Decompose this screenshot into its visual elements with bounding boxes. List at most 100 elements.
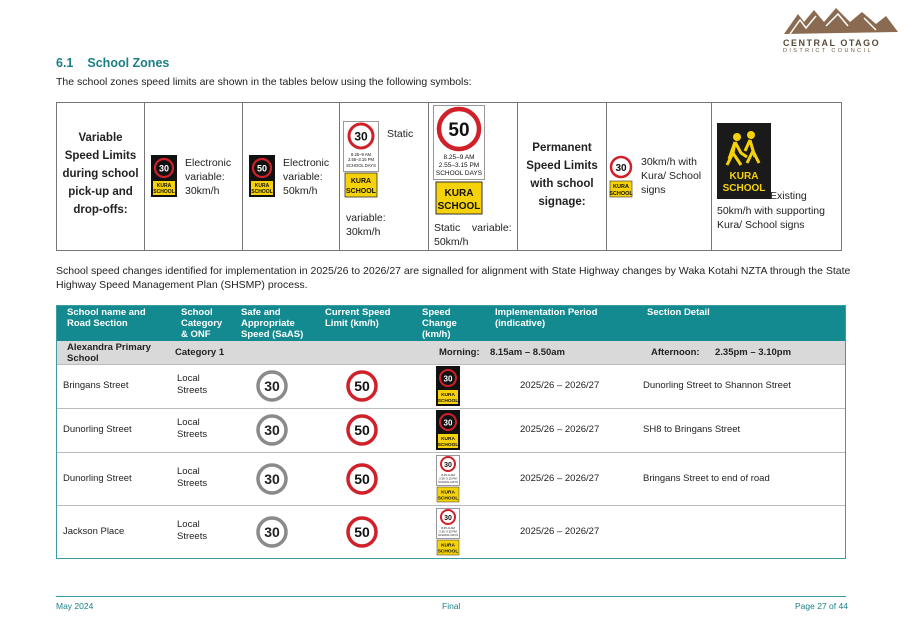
section-title: School Zones <box>87 56 170 70</box>
road-section: Bringans Street <box>63 380 129 391</box>
svg-text:KURA: KURA <box>441 543 455 549</box>
symbols-cell-existing-50: KURA SCHOOL Existing 50km/h with support… <box>712 103 841 250</box>
static-50-label-2: 50km/h <box>434 236 469 248</box>
permanent-30-sign-icon: 30 KURA SCHOOL <box>609 155 633 198</box>
static-30-sign-icon: 30 8.25–9 AM 2.55–3.15 PM SCHOOL DAYS KU… <box>343 121 379 198</box>
svg-text:8.25–9 AM: 8.25–9 AM <box>441 473 455 477</box>
saas-30-sign-icon: 30 <box>256 516 288 548</box>
svg-text:30: 30 <box>444 515 452 522</box>
section-heading: 6.1 School Zones <box>56 56 169 70</box>
svg-text:30: 30 <box>159 164 169 174</box>
svg-text:KURA: KURA <box>441 392 455 398</box>
footer-date: May 2024 <box>56 601 94 611</box>
svg-text:KURA: KURA <box>613 184 629 190</box>
council-logo-mountains <box>784 8 898 35</box>
symbols-cell-electronic-30: 30 KURA SCHOOL Electronic variable: 30km… <box>145 103 243 250</box>
logo-name: CENTRAL OTAGO <box>783 38 881 48</box>
permanent-30-label-2: Kura/ School <box>641 170 702 182</box>
svg-text:SCHOOL DAYS: SCHOOL DAYS <box>438 480 458 484</box>
svg-text:SCHOOL: SCHOOL <box>438 442 459 448</box>
electronic-50-label-2: variable: <box>283 171 323 183</box>
svg-text:KURA: KURA <box>351 178 371 185</box>
kura-school-children-sign-icon: KURA SCHOOL <box>717 123 771 199</box>
school-name-2: School <box>67 353 99 364</box>
implementation-period: 2025/26 – 2026/27 <box>520 424 600 435</box>
static-50-label-1: Static variable: <box>434 222 512 234</box>
svg-text:30: 30 <box>615 163 627 174</box>
saas-30-sign-icon: 30 <box>256 463 288 495</box>
section-number: 6.1 <box>56 56 74 70</box>
road-section: Jackson Place <box>63 526 125 537</box>
school-category: Category 1 <box>175 347 225 358</box>
svg-text:30: 30 <box>444 419 453 428</box>
svg-text:SCHOOL: SCHOOL <box>438 549 459 555</box>
svg-text:8.25–9 AM: 8.25–9 AM <box>443 154 474 161</box>
svg-text:30: 30 <box>444 375 453 384</box>
svg-text:KURA: KURA <box>255 183 270 189</box>
static-50-sign-icon: 50 8.25–9 AM 2.55–3.15 PM SCHOOL DAYS KU… <box>433 105 485 215</box>
logo-subtitle: DISTRICT COUNCIL <box>783 48 873 54</box>
svg-text:30: 30 <box>264 524 280 540</box>
electronic-30-label-2: variable: <box>185 171 225 183</box>
saas-30-sign-icon: 30 <box>256 370 288 402</box>
static-30-label-2: variable: <box>346 212 386 224</box>
svg-text:SCHOOL: SCHOOL <box>346 188 377 195</box>
footer-divider <box>56 596 846 597</box>
svg-text:50: 50 <box>448 120 469 141</box>
afternoon-times: 2.35pm – 3.10pm <box>715 347 792 358</box>
road-section: Dunorling Street <box>63 473 132 484</box>
svg-text:30: 30 <box>354 130 368 144</box>
svg-text:SCHOOL: SCHOOL <box>251 189 272 195</box>
electronic-30-label-1: Electronic <box>185 157 232 169</box>
road-section: Dunorling Street <box>63 424 132 435</box>
symbols-cell-electronic-50: 50 KURA SCHOOL Electronic variable: 50km… <box>243 103 340 250</box>
svg-text:SCHOOL: SCHOOL <box>723 183 766 194</box>
morning-times: 8.15am – 8.50am <box>490 347 566 358</box>
footer-page-number: Page 27 of 44 <box>795 601 848 611</box>
electronic-50-sign-icon: 50 KURA SCHOOL <box>249 155 275 197</box>
svg-text:SCHOOL: SCHOOL <box>438 496 459 502</box>
svg-text:SCHOOL DAYS: SCHOOL DAYS <box>346 163 376 168</box>
current-50-sign-icon: 50 <box>346 516 378 548</box>
section-detail: Dunorling Street to Shannon Street <box>643 380 791 391</box>
svg-text:SCHOOL: SCHOOL <box>438 398 459 404</box>
intro-text: The school zones speed limits are shown … <box>56 76 472 88</box>
existing-50-label-3: Kura/ School signs <box>717 219 805 231</box>
svg-text:SCHOOL DAYS: SCHOOL DAYS <box>438 533 458 537</box>
current-50-sign-icon: 50 <box>346 414 378 446</box>
current-50-sign-icon: 50 <box>346 370 378 402</box>
implementation-period: 2025/26 – 2026/27 <box>520 473 600 484</box>
electronic-50-label-1: Electronic <box>283 157 330 169</box>
electronic-30-sign-icon: 30 KURA SCHOOL <box>151 155 177 197</box>
svg-text:50: 50 <box>354 471 370 487</box>
permanent-30-label-1: 30km/h with <box>641 156 698 168</box>
svg-text:KURA: KURA <box>441 490 455 496</box>
permanent-30-label-3: signs <box>641 184 666 196</box>
svg-text:8.25–9 AM: 8.25–9 AM <box>351 152 372 157</box>
static-30-label-3: 30km/h <box>346 226 381 238</box>
symbols-cell-permanent-30: 30 KURA SCHOOL 30km/h with Kura/ School … <box>607 103 712 250</box>
svg-text:SCHOOL DAYS: SCHOOL DAYS <box>436 170 483 177</box>
footer-status: Final <box>442 601 461 611</box>
svg-text:2.55–3.15 PM: 2.55–3.15 PM <box>348 157 375 162</box>
existing-50-label-2: 50km/h with supporting <box>717 205 825 217</box>
morning-label: Morning: <box>439 347 480 358</box>
svg-text:2.55–3.15 PM: 2.55–3.15 PM <box>439 477 457 481</box>
current-50-sign-icon: 50 <box>346 463 378 495</box>
electronic-30-label-3: 30km/h <box>185 185 220 197</box>
svg-text:50: 50 <box>257 164 267 174</box>
section-detail: SH8 to Bringans Street <box>643 424 741 435</box>
svg-text:KURA: KURA <box>445 188 474 199</box>
